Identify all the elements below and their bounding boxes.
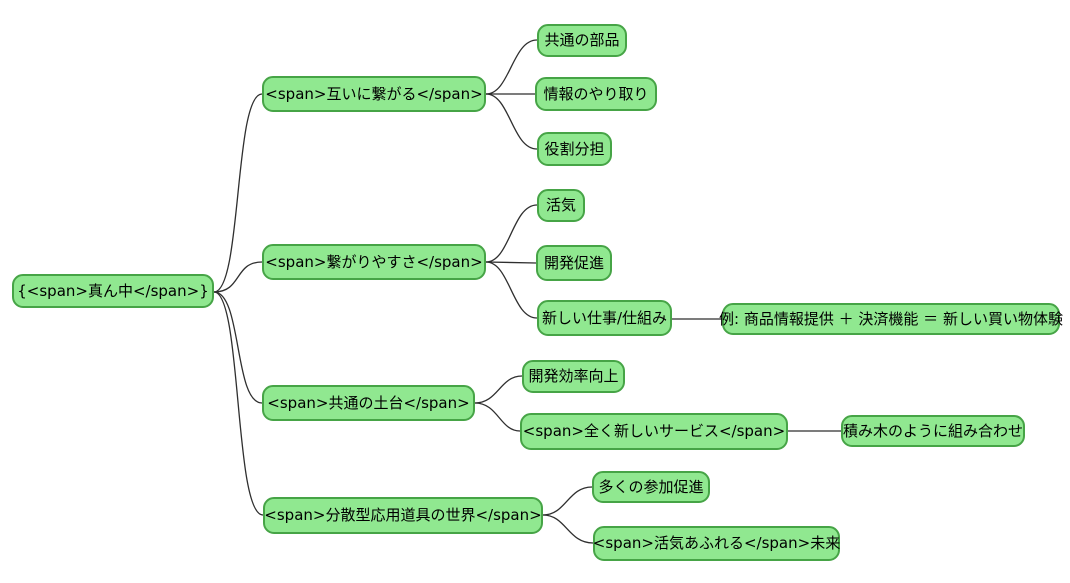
mindmap-node-vitality: 活気 <box>537 189 585 222</box>
mindmap-node-new-work: 新しい仕事/仕組み <box>537 300 672 336</box>
mindmap-node-root: {<span>真ん中</span>} <box>12 274 214 308</box>
edge-root-branch1 <box>213 93 263 293</box>
edge-branch3-child2 <box>474 402 521 432</box>
edge-root-branch2 <box>213 261 263 293</box>
mindmap-node-info-exchange: 情報のやり取り <box>535 77 657 111</box>
mindmap-node-branch-foundation: <span>共通の土台</span> <box>262 385 475 421</box>
mindmap-node-branch-connect: <span>互いに繋がる</span> <box>262 76 486 112</box>
mindmap-node-example-shopping: 例: 商品情報提供 ＋ 決済機能 ＝ 新しい買い物体験 <box>719 303 1063 335</box>
edge-branch1-child1 <box>485 39 538 95</box>
edge-branch2-child3 <box>485 261 538 319</box>
edge-branch2-child2 <box>485 261 537 264</box>
edge-branch3-child1 <box>474 375 523 404</box>
edge-branch4-child1 <box>542 486 593 516</box>
mindmap-node-branch-ease: <span>繋がりやすさ</span> <box>262 244 486 280</box>
edge-root-branch3 <box>213 291 263 404</box>
mindmap-node-dev-promotion: 開発促進 <box>536 245 612 281</box>
mindmap-node-vibrant-future: <span>活気あふれる</span>未来 <box>593 526 840 561</box>
mindmap-node-dev-efficiency: 開発効率向上 <box>522 360 625 393</box>
edge-root-branch4 <box>213 291 264 516</box>
edge-branch4-child2 <box>542 514 594 544</box>
mindmap-node-common-parts: 共通の部品 <box>537 24 627 57</box>
mindmap-node-new-service: <span>全く新しいサービス</span> <box>520 413 788 450</box>
edge-branch1-child3 <box>485 93 538 150</box>
mindmap-node-branch-dapps-world: <span>分散型応用道具の世界</span> <box>263 497 543 534</box>
mindmap-node-participation: 多くの参加促進 <box>592 471 710 503</box>
edge-branch2-child1 <box>485 204 538 263</box>
mindmap-node-building-blocks: 積み木のように組み合わせ <box>841 415 1025 447</box>
mindmap-node-role-division: 役割分担 <box>537 132 612 166</box>
